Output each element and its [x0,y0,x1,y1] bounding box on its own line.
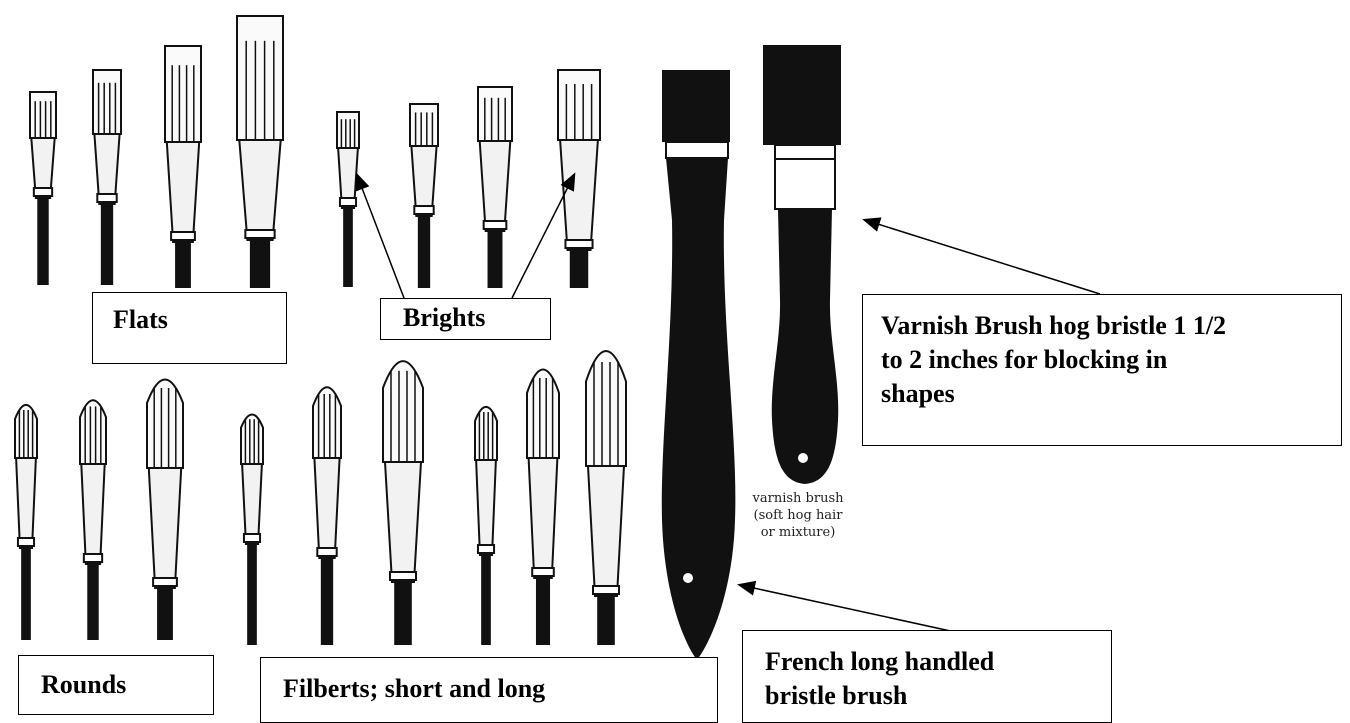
filbert-brush-6 [586,351,626,645]
french-brush-illustration [662,70,736,660]
bright-brush-4 [558,70,600,288]
filbert-brush-2 [313,387,341,645]
round-brush-1 [15,405,37,640]
rounds-label: Rounds [41,668,213,702]
varnish-brush-caption: varnish brush (soft hog hair or mixture) [738,490,858,541]
brights-label: Brights [403,301,550,335]
french-label-line-1: French long handled [765,645,1111,679]
varnish-label-line-2: to 2 inches for blocking in [881,343,1331,377]
flats-label: Flats [113,303,286,337]
round-brush-3 [147,380,183,641]
filberts-label: Filberts; short and long [283,672,717,706]
filbert-brush-5 [527,370,559,646]
arrow-french [740,585,955,632]
flat-brush-4 [237,16,283,288]
caption-line-2: (soft hog hair [738,507,858,524]
arrow-brights-left [357,175,404,298]
varnish-label-box: Varnish Brush hog bristle 1 1/2 to 2 inc… [862,294,1342,446]
flat-brush-1 [30,92,56,285]
varnish-brush-illustration [763,45,841,484]
filbert-brush-1 [241,414,263,645]
french-label-line-2: bristle brush [765,679,1111,713]
caption-line-3: or mixture) [738,524,858,541]
french-label-box: French long handled bristle brush [742,630,1112,723]
filbert-brush-4 [475,407,497,645]
rounds-label-box: Rounds [18,655,214,715]
arrow-brights-right [512,175,574,298]
flats-label-box: Flats [92,292,287,364]
round-brush-2 [80,400,106,640]
varnish-label-line-1: Varnish Brush hog bristle 1 1/2 [881,309,1331,343]
filbert-brush-3 [383,361,423,645]
brights-label-box: Brights [380,298,551,340]
flat-brush-2 [93,70,121,285]
filberts-label-box: Filberts; short and long [260,657,718,723]
flat-brush-3 [165,46,201,288]
arrow-varnish [865,220,1100,294]
bright-brush-1 [337,112,359,287]
bright-brush-3 [478,87,512,288]
bright-brush-2 [410,104,438,288]
caption-line-1: varnish brush [738,490,858,507]
varnish-label-line-3: shapes [881,377,1331,411]
